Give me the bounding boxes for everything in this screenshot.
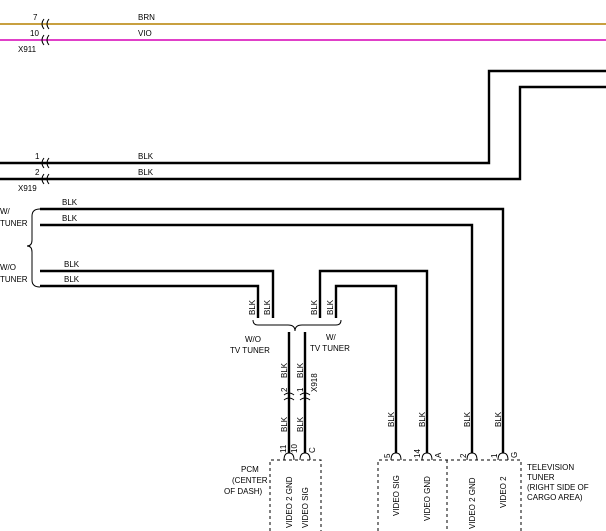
brn-wire-label: BRN [138, 13, 155, 22]
tv-tuner-brace [252, 319, 342, 332]
x918-pin-left-symbol [283, 392, 295, 401]
tuner-name-line2: TUNER [527, 473, 555, 482]
tuner-pin-2 [466, 452, 478, 461]
tuner-pin-5-num: 5 [383, 453, 392, 458]
x919-wire-1-label: BLK [138, 152, 154, 161]
x911-pin-bottom: 10 [30, 29, 39, 38]
with-tuner-left-line2: TUNER [0, 219, 28, 228]
tuner-component: 5 14 A 2 1 G VIDEO SIG VIDEO GND VIDEO 2… [377, 449, 589, 531]
option-brace [26, 208, 41, 288]
wire-w-tuner-1-label: BLK [62, 198, 78, 207]
pcm-wire-sig-label-lower: BLK [296, 416, 305, 432]
tuner-wire-labels: BLK BLK BLK BLK [387, 411, 503, 427]
x918-name: X918 [310, 373, 319, 392]
tv-tuner-option: W/O TV TUNER W/ TV TUNER [230, 319, 350, 355]
tuner-pin-1-label: VIDEO 2 [499, 476, 508, 508]
x911-pin-top: 7 [33, 13, 38, 22]
tuner-pin-2-label: VIDEO 2 GND [468, 477, 477, 529]
pcm-pin-11-num: 11 [279, 444, 288, 453]
x918-pin-left: 2 [280, 387, 289, 392]
tuner-pin-1 [497, 452, 509, 461]
pcm-outline [269, 459, 322, 531]
with-tuner-left-line1: W/ [0, 207, 11, 216]
wire-wo-tuner-2-label: BLK [64, 275, 80, 284]
tuner-v2gnd-wire-label: BLK [463, 411, 472, 427]
x919-pin-1-symbol [41, 157, 50, 169]
tuner-pin-14-label: VIDEO GND [423, 476, 432, 521]
x919-pin-2: 2 [35, 168, 40, 177]
pcm-wire-sig-label-upper: BLK [296, 362, 305, 378]
tuner-vgnd-wire-label: BLK [418, 411, 427, 427]
tuner-pin-14 [421, 452, 433, 461]
blk-vert-3: BLK [310, 299, 319, 315]
x919-connector: 1 2 X919 BLK BLK [0, 69, 606, 193]
tuner-name-line1: TELEVISION [527, 463, 574, 472]
pcm-wire-gnd-label-upper: BLK [280, 362, 289, 378]
blk-vert-1: BLK [248, 299, 257, 315]
blk-harness: BLK BLK BLK BLK [40, 198, 505, 453]
x911-name: X911 [18, 45, 37, 54]
x919-pin-2-symbol [41, 173, 50, 185]
left-option-bracket: W/ TUNER W/O TUNER [0, 207, 41, 288]
x918-pin-right-symbol [299, 392, 311, 401]
pcm-pin-10-num: 10 [290, 444, 299, 453]
x911-connector: 7 10 X911 BRN VIO [0, 13, 606, 54]
without-tuner-left-line2: TUNER [0, 275, 28, 284]
tuner-name-line3: (RIGHT SIDE OF [527, 483, 589, 492]
wire-wo-tuner-1-label: BLK [64, 260, 80, 269]
without-tv-tuner-line1: W/O [245, 335, 261, 344]
wire-wo-tuner-1 [40, 269, 275, 318]
wire-w-tuner-2 [40, 223, 474, 453]
pcm-name-line3: OF DASH) [224, 487, 263, 496]
pcm-pin-11-label: VIDEO 2 GND [285, 476, 294, 528]
tuner-pin-5-label: VIDEO SIG [392, 475, 401, 516]
vio-wire-label: VIO [138, 29, 152, 38]
wire-w-tuner-1 [40, 207, 505, 453]
without-tv-tuner-line2: TV TUNER [230, 346, 270, 355]
wire-vgnd-tuner [334, 284, 398, 453]
wire-w-tuner-2-label: BLK [62, 214, 78, 223]
with-tv-tuner-line1: W/ [326, 333, 337, 342]
with-tv-tuner-line2: TV TUNER [310, 344, 350, 353]
x918-pin-right: 1 [296, 387, 305, 392]
x919-pin-1: 1 [35, 152, 40, 161]
x919-wire-1 [0, 69, 606, 165]
tuner-pin-1-num: 1 [490, 453, 499, 458]
tuner-pin-2-num: 2 [459, 453, 468, 458]
tuner-v2-wire-label: BLK [494, 411, 503, 427]
pcm-wire-gnd-label-lower: BLK [280, 416, 289, 432]
tuner-name-line4: CARGO AREA) [527, 493, 583, 502]
pcm-component: 11 10 C VIDEO 2 GND VIDEO SIG PCM (CENTE… [224, 444, 322, 531]
pcm-connector-c: C [308, 447, 317, 453]
x919-wire-2-label: BLK [138, 168, 154, 177]
x919-wire-2 [0, 85, 606, 181]
wire-vsig-tuner [318, 269, 429, 453]
pcm-wires: BLK BLK BLK BLK 2 1 X918 [280, 332, 319, 453]
pcm-name-line1: PCM [241, 465, 259, 474]
splice-labels: BLK BLK BLK BLK [248, 299, 335, 315]
pcm-name-line2: (CENTER [232, 476, 268, 485]
tuner-pin-14-num: 14 [413, 449, 422, 458]
x911-pin-bottom-symbol [41, 34, 50, 46]
tuner-connector-a: A [434, 452, 443, 458]
pcm-pin-10 [299, 452, 311, 461]
x919-name: X919 [18, 184, 37, 193]
pcm-pin-10-label: VIDEO SIG [301, 487, 310, 528]
x911-pin-top-symbol [41, 18, 50, 30]
pcm-pin-11 [283, 452, 295, 461]
tuner-pin-5 [390, 452, 402, 461]
tuner-vsig-wire-label: BLK [387, 411, 396, 427]
blk-vert-4: BLK [326, 299, 335, 315]
wire-wo-tuner-2 [40, 284, 260, 318]
without-tuner-left-line1: W/O [0, 263, 16, 272]
tuner-connector-g: G [510, 452, 519, 458]
blk-vert-2: BLK [263, 299, 272, 315]
